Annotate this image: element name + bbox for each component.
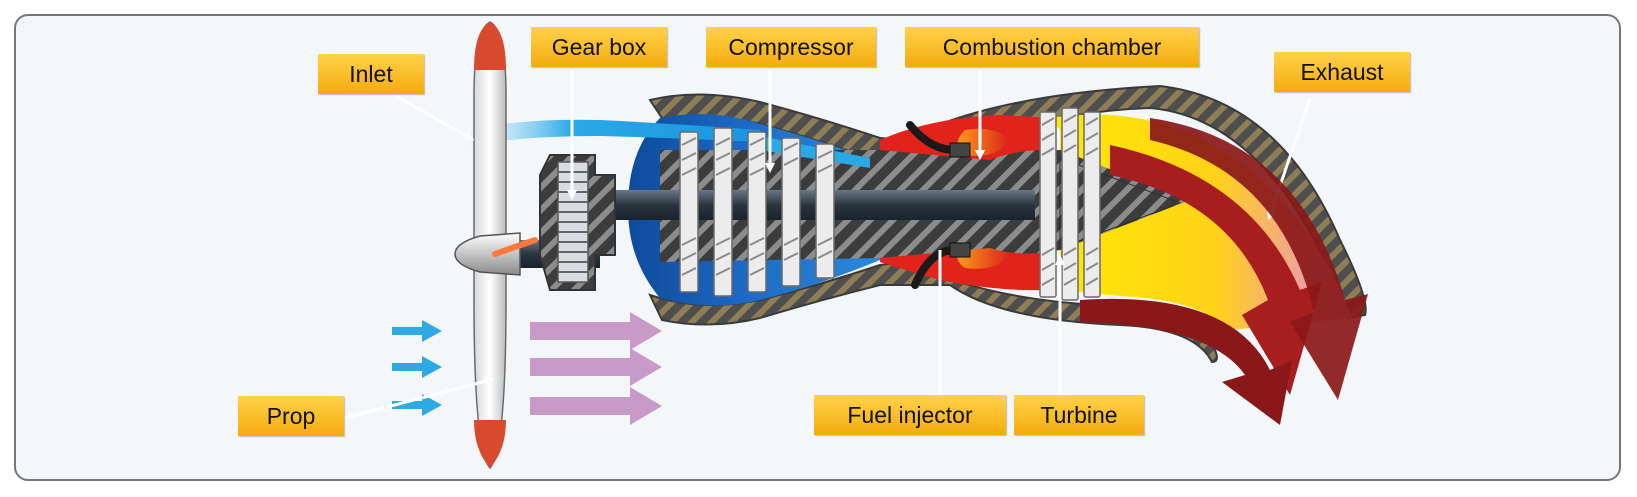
gear-box [539,154,616,291]
exhaust-arrows [1080,118,1368,425]
compressor-blade-ridges [681,137,833,276]
label-turbine: Turbine [1014,395,1144,435]
inlet-airflow [470,119,760,146]
spinner [454,232,538,276]
label-combustion-chamber: Combustion chamber [905,27,1199,67]
pointer-lines [344,70,1312,420]
turbine-blades [1039,107,1101,301]
label-compressor: Compressor [706,27,876,67]
main-shaft [575,190,1035,220]
label-prop: Prop [238,396,344,436]
label-gear-box: Gear box [531,27,667,67]
label-exhaust: Exhaust [1274,52,1410,92]
prop-airflow-arrows [530,312,662,425]
label-fuel-injector: Fuel injector [814,395,1006,435]
fuel-injector-upper [906,121,971,158]
flame-upper [957,128,1010,156]
fuel-injector-lower [911,242,971,289]
turbine-blade-ridges [1041,114,1099,286]
label-inlet: Inlet [318,54,424,94]
intake-air-arrows [392,320,442,416]
